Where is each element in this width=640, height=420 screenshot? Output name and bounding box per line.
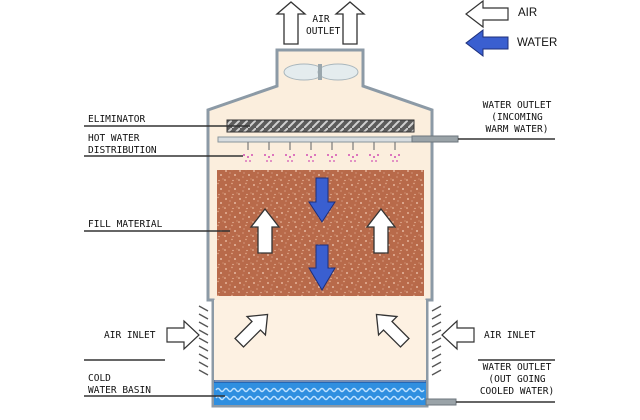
water-arrow-icon [308, 177, 336, 223]
spray-nozzle-icon [243, 142, 400, 162]
water-arrow-icon [465, 28, 509, 58]
fill-material-label: FILL MATERIAL [88, 219, 163, 230]
louver-slat [431, 353, 442, 360]
spray-nozzle-icon [327, 142, 337, 162]
air-outlet-label-line2: OUTLET [306, 26, 341, 37]
louver-slat [431, 369, 442, 376]
louver-slat [198, 313, 209, 320]
air-arrow-icon [441, 319, 475, 351]
air-arrow-icon [465, 0, 509, 29]
hot-water-distribution-line1: HOT WATER [88, 133, 140, 144]
louver-slat [431, 337, 442, 344]
water-outlet-top-line2: (INCOMING [491, 112, 543, 123]
air-arrow-icon [166, 319, 200, 351]
eliminator [226, 119, 415, 133]
louver-slat [431, 361, 442, 368]
water-outlet-top-label: WATER OUTLET (INCOMING WARM WATER) [476, 100, 558, 136]
water-outlet-bottom-line1: WATER OUTLET [482, 362, 552, 373]
cold-water-basin-line1: COLD [88, 373, 111, 384]
louver-slat [198, 337, 209, 344]
louver-slat [198, 305, 209, 312]
cold-water-basin [214, 380, 457, 406]
spray-nozzle-icon [306, 142, 316, 162]
louver-slat [198, 345, 209, 352]
air-outlet-label-line1: AIR [312, 14, 330, 25]
louver-icon [198, 305, 442, 376]
air-arrow-icon [234, 313, 269, 348]
spray-nozzle-icon [285, 142, 295, 162]
hot-water-distribution-label: HOT WATER DISTRIBUTION [88, 133, 157, 157]
louver-slat [198, 321, 209, 328]
louver-slat [198, 369, 209, 376]
hot-water-distribution-pipe [217, 135, 459, 143]
spray-nozzle-icon [369, 142, 379, 162]
water-outlet-bottom-line2: (OUT GOING [488, 374, 546, 385]
air-outlet-label: AIR OUTLET [306, 14, 341, 38]
air-inlet-right-label: AIR INLET [484, 330, 536, 341]
hot-water-distribution-line2: DISTRIBUTION [88, 145, 157, 156]
air-arrow-icon [375, 313, 410, 348]
leader-lines [84, 125, 555, 403]
water-outlet-top-line3: WARM WATER) [485, 124, 549, 135]
air-outlet-arrows [275, 1, 366, 45]
spray-nozzle-icon [348, 142, 358, 162]
fan-icon [283, 63, 359, 81]
louver-slat [431, 329, 442, 336]
legend-water-label: WATER [517, 37, 558, 49]
air-arrow-icon [275, 1, 307, 45]
louver-slat [198, 329, 209, 336]
louver-slat [198, 361, 209, 368]
eliminator-label: ELIMINATOR [88, 114, 146, 125]
water-outlet-bottom-label: WATER OUTLET (OUT GOING COOLED WATER) [474, 362, 560, 398]
water-arrow-icon [308, 244, 336, 291]
air-arrow-icon [249, 207, 281, 254]
cold-water-basin-label: COLD WATER BASIN [88, 373, 151, 397]
louver-slat [431, 313, 442, 320]
cold-water-basin-line2: WATER BASIN [88, 385, 151, 396]
air-arrow-icon [334, 1, 366, 45]
louver-slat [198, 353, 209, 360]
water-outlet-bottom-line3: COOLED WATER) [479, 386, 555, 397]
air-arrow-icon [365, 207, 397, 254]
louver-slat [431, 321, 442, 328]
water-outlet-top-line1: WATER OUTLET [482, 100, 552, 111]
louver-slat [431, 345, 442, 352]
spray-nozzle-icon [390, 142, 400, 162]
spray-nozzle-icon [264, 142, 274, 162]
air-inlet-left-label: AIR INLET [104, 330, 156, 341]
legend-air-label: AIR [518, 7, 538, 19]
spray-nozzle-icon [243, 142, 253, 162]
louver-slat [431, 305, 442, 312]
